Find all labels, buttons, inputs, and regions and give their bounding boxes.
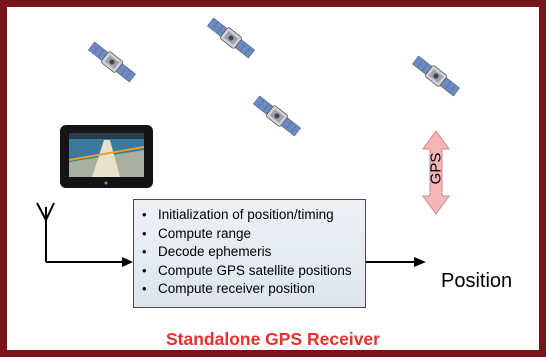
process-steps-list: Initialization of position/timing Comput… <box>134 200 365 299</box>
satellite-icon <box>410 53 462 99</box>
list-item: Compute receiver position <box>142 280 365 299</box>
list-item: Compute GPS satellite positions <box>142 262 365 281</box>
position-output-label: Position <box>441 270 513 292</box>
satellite-icon <box>86 39 138 85</box>
satellite-icon <box>251 93 303 139</box>
list-item: Initialization of position/timing <box>142 206 365 225</box>
list-item: Decode ephemeris <box>142 243 365 262</box>
gps-arrow-label: GPS <box>427 152 445 185</box>
list-item: Compute range <box>142 225 365 244</box>
diagram-title: Standalone GPS Receiver <box>166 329 380 349</box>
antenna-icon <box>36 202 55 262</box>
receiver-process-box: Initialization of position/timing Comput… <box>133 199 366 308</box>
antenna-to-receiver-arrow <box>46 257 133 267</box>
receiver-to-position-arrow <box>366 257 426 267</box>
gps-double-arrow <box>422 130 450 215</box>
satellite-icon <box>205 15 257 61</box>
gps-navigator-device-icon <box>60 125 153 188</box>
